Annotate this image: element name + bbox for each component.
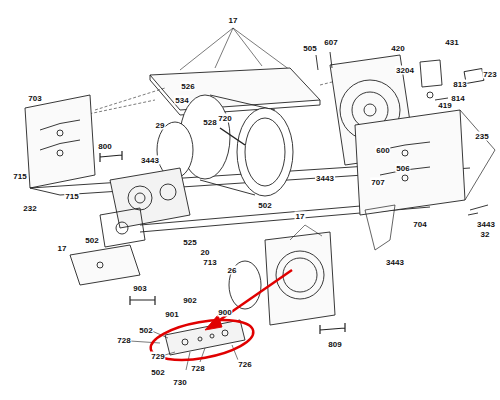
callout-number: 420 — [390, 44, 405, 53]
callout-number: 26 — [227, 266, 238, 275]
callout-number: 506 — [395, 164, 410, 173]
callout-number: 502 — [84, 236, 99, 245]
callout-number: 903 — [132, 284, 147, 293]
callout-number: 528 — [202, 118, 217, 127]
callout-number: 505 — [302, 44, 317, 53]
callout-number: 720 — [217, 114, 232, 123]
callout-number: 730 — [172, 378, 187, 387]
callout-number: 729 — [150, 352, 165, 361]
callout-number: 502 — [150, 368, 165, 377]
callout-number: 715 — [64, 192, 79, 201]
callout-number: 3443 — [315, 174, 335, 183]
callout-number: 728 — [190, 364, 205, 373]
callout-number: 704 — [412, 220, 427, 229]
callout-number: 707 — [370, 178, 385, 187]
callout-number: 526 — [180, 82, 195, 91]
callout-number: 502 — [257, 201, 272, 210]
callout-number: 901 — [164, 310, 179, 319]
callout-number: 813 — [452, 80, 467, 89]
callout-number: 235 — [474, 132, 489, 141]
callout-number: 32 — [480, 230, 491, 239]
callout-number: 900 — [217, 308, 232, 317]
callout-number: 607 — [323, 38, 338, 47]
callout-number: 534 — [174, 96, 189, 105]
callout-number: 715 — [12, 172, 27, 181]
callout-number: 728 — [116, 336, 131, 345]
callout-number: 431 — [444, 38, 459, 47]
callout-number: 600 — [375, 146, 390, 155]
callout-number: 17 — [228, 16, 239, 25]
callout-number: 502 — [138, 326, 153, 335]
callout-number: 902 — [182, 296, 197, 305]
callout-number: 17 — [295, 212, 306, 221]
callout-number: 713 — [202, 258, 217, 267]
callout-number: 525 — [182, 238, 197, 247]
callout-number: 232 — [22, 204, 37, 213]
callout-number: 3443 — [140, 156, 160, 165]
callout-number: 419 — [437, 101, 452, 110]
callout-number: 3204 — [395, 66, 415, 75]
callout-number: 3443 — [385, 258, 405, 267]
callout-number: 726 — [237, 360, 252, 369]
callout-number: 20 — [200, 248, 211, 257]
callout-number: 17 — [57, 244, 68, 253]
callout-number: 723 — [482, 70, 497, 79]
callout-number: 3443 — [476, 220, 496, 229]
callout-number: 800 — [97, 142, 112, 151]
callout-number: 809 — [327, 340, 342, 349]
callout-number: 29 — [155, 121, 166, 130]
callout-number: 703 — [27, 94, 42, 103]
